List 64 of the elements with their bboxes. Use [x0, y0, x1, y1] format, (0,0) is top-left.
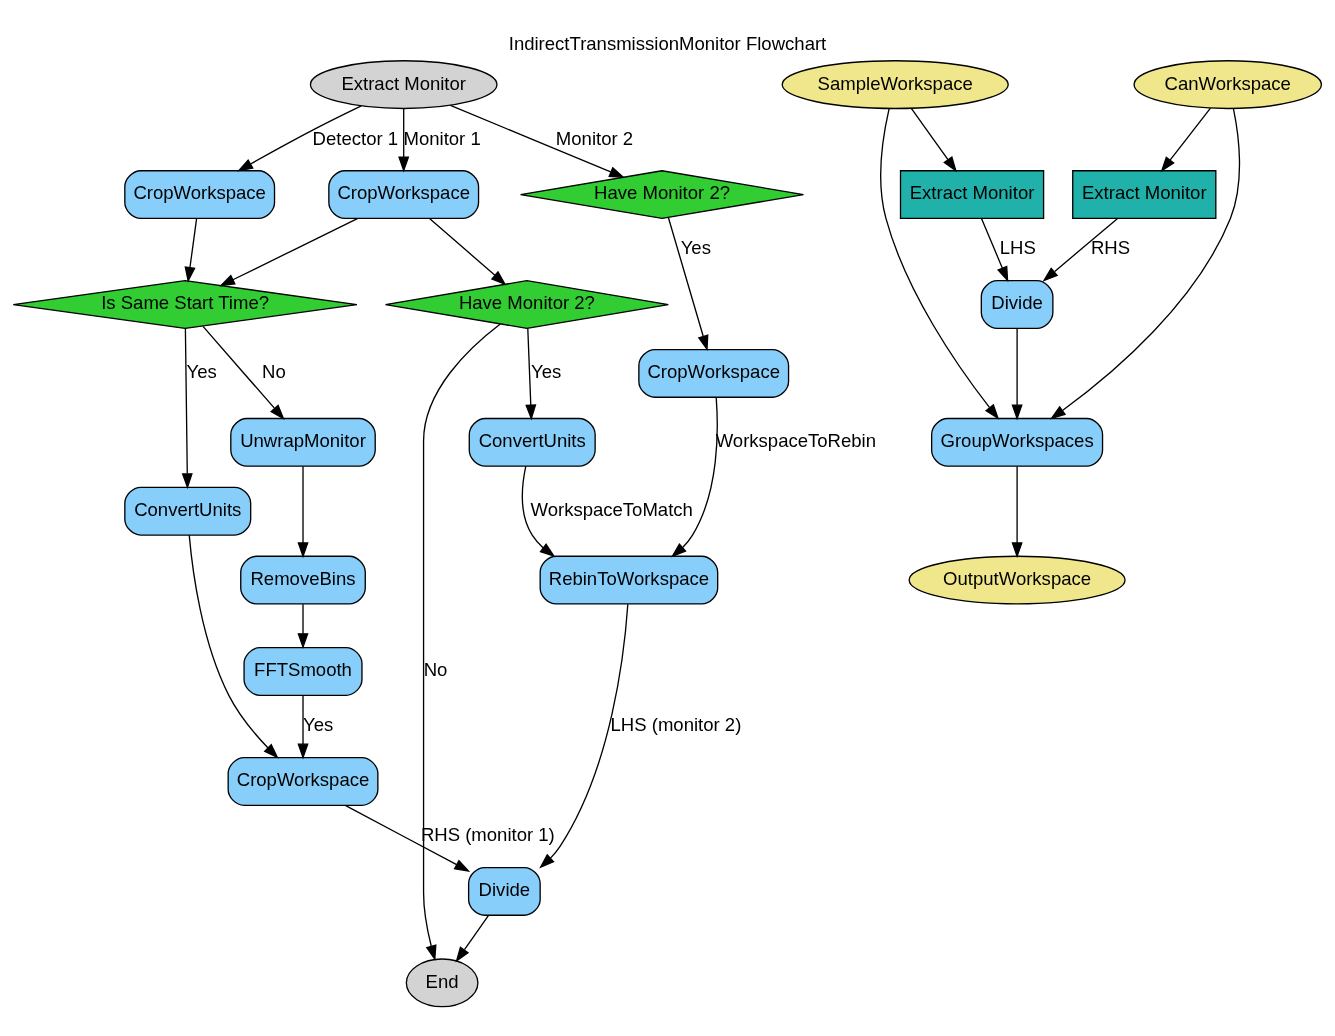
- arrow: [910, 107, 957, 172]
- node-diamond: Have Monitor 2?: [519, 169, 805, 219]
- node-box: CropWorkspace: [227, 756, 379, 806]
- arrow: [422, 322, 501, 961]
- arrow: [521, 465, 556, 557]
- arrow: [1160, 107, 1212, 172]
- arrow: [670, 396, 718, 558]
- arrow: [219, 217, 358, 286]
- arrow: [980, 217, 1009, 282]
- arrow: [1011, 327, 1023, 420]
- node-box: Divide: [980, 279, 1054, 329]
- node-box: ConvertUnits: [124, 486, 252, 536]
- node-box: FFTSmooth: [243, 646, 363, 696]
- arrow: [449, 104, 626, 178]
- node-box: Divide: [467, 866, 541, 916]
- edge-label: Detector 1: [312, 127, 399, 148]
- arrow: [667, 216, 709, 351]
- arrow: [1042, 217, 1118, 282]
- arrow: [429, 217, 507, 285]
- edge-label: Yes: [680, 236, 711, 258]
- arrow: [455, 914, 490, 962]
- edge-label: Yes: [531, 360, 562, 382]
- arrow: [539, 603, 629, 869]
- arrow: [398, 107, 410, 173]
- node-box: Extract Monitor: [1072, 169, 1217, 219]
- arrow: [181, 327, 193, 489]
- node-box: RebinToWorkspace: [539, 555, 719, 605]
- edge-label: WorkspaceToMatch: [530, 498, 693, 520]
- node-ellipse: CanWorkspace: [1133, 59, 1323, 109]
- node-ellipse: SampleWorkspace: [781, 59, 1009, 109]
- arrow: [880, 107, 1000, 420]
- arrow: [297, 465, 309, 558]
- node-ellipse: OutputWorkspace: [908, 555, 1126, 605]
- arrow: [345, 804, 471, 872]
- node-diamond: Have Monitor 2?: [384, 279, 669, 329]
- node-box: CropWorkspace: [328, 169, 480, 219]
- edge-label: Monitor 2: [555, 127, 634, 148]
- edge-label: LHS: [999, 236, 1036, 258]
- arrow: [525, 327, 537, 420]
- node-box: ConvertUnits: [468, 417, 596, 467]
- node-ellipse: End: [405, 957, 479, 1007]
- node-box: GroupWorkspaces: [931, 417, 1104, 467]
- arrow: [297, 603, 309, 649]
- node-box: UnwrapMonitor: [230, 417, 376, 467]
- edge-label: No: [423, 658, 448, 680]
- arrow: [297, 694, 309, 759]
- node-box: RemoveBins: [240, 555, 366, 605]
- diagram-title: IndirectTransmissionMonitor Flowchart: [508, 32, 827, 54]
- edge-label: RHS: [1090, 236, 1131, 258]
- edge-label: Yes: [186, 360, 217, 382]
- arrow: [188, 533, 279, 759]
- node-diamond: Is Same Start Time?: [12, 279, 358, 329]
- arrow: [1011, 465, 1023, 558]
- arrow: [237, 104, 362, 172]
- arrow: [184, 217, 198, 283]
- node-box: CropWorkspace: [124, 169, 276, 219]
- arrow: [202, 325, 285, 420]
- node-ellipse: Extract Monitor: [309, 59, 498, 109]
- edge-label: No: [262, 360, 286, 382]
- node-box: Extract Monitor: [899, 169, 1045, 219]
- edge-label: Monitor 1: [403, 127, 481, 148]
- node-box: CropWorkspace: [638, 348, 790, 398]
- arrow: [1049, 107, 1241, 419]
- edge-label: LHS (monitor 2): [610, 713, 742, 735]
